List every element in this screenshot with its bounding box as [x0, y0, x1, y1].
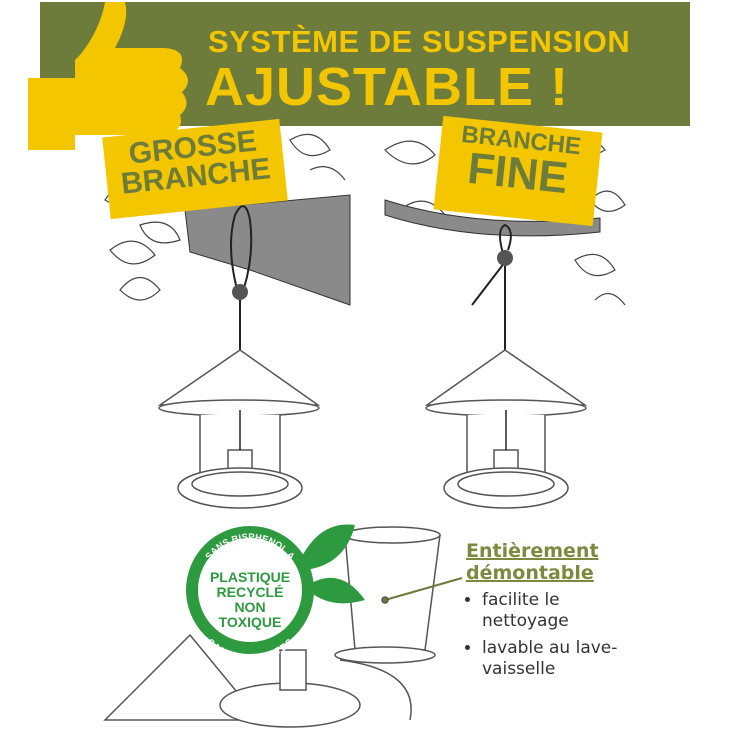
badge-line: RECYCLÉ: [217, 584, 284, 600]
eco-badge: SANS BISPHENOL A SANS PHTALATES PLASTIQU…: [186, 524, 365, 664]
leaf-icon: [300, 524, 355, 570]
feeder-left: [157, 349, 321, 509]
title-banner: SYSTÈME DE SUSPENSION AJUSTABLE !: [40, 2, 690, 126]
badge-line: TOXIQUE: [219, 614, 282, 630]
badge-line: PLASTIQUE: [210, 569, 290, 585]
thumbs-up-icon: [28, 2, 189, 150]
leaf-icon: [308, 577, 365, 604]
banner-line2: AJUSTABLE !: [205, 57, 570, 117]
info-block: Entièrement démontable facilite le netto…: [466, 540, 632, 686]
clip-icon: [497, 250, 513, 266]
banner-line1: SYSTÈME DE SUSPENSION: [208, 24, 631, 59]
feeder-right: [424, 349, 588, 509]
info-heading-1: Entièrement: [466, 540, 599, 562]
thick-branch: [184, 194, 351, 306]
bullet-item: facilite le nettoyage: [482, 590, 612, 632]
disassembled-parts: [103, 526, 463, 728]
clip-icon: [232, 284, 248, 300]
badge-line: NON: [234, 599, 265, 615]
thin-branch-label: BRANCHE FINE: [433, 115, 603, 227]
thin-branch: [384, 199, 601, 237]
info-heading-2: démontable: [466, 562, 594, 584]
info-bullets: facilite le nettoyage lavable au lave-va…: [466, 590, 632, 680]
bullet-item: lavable au lave-vaisselle: [482, 638, 632, 680]
